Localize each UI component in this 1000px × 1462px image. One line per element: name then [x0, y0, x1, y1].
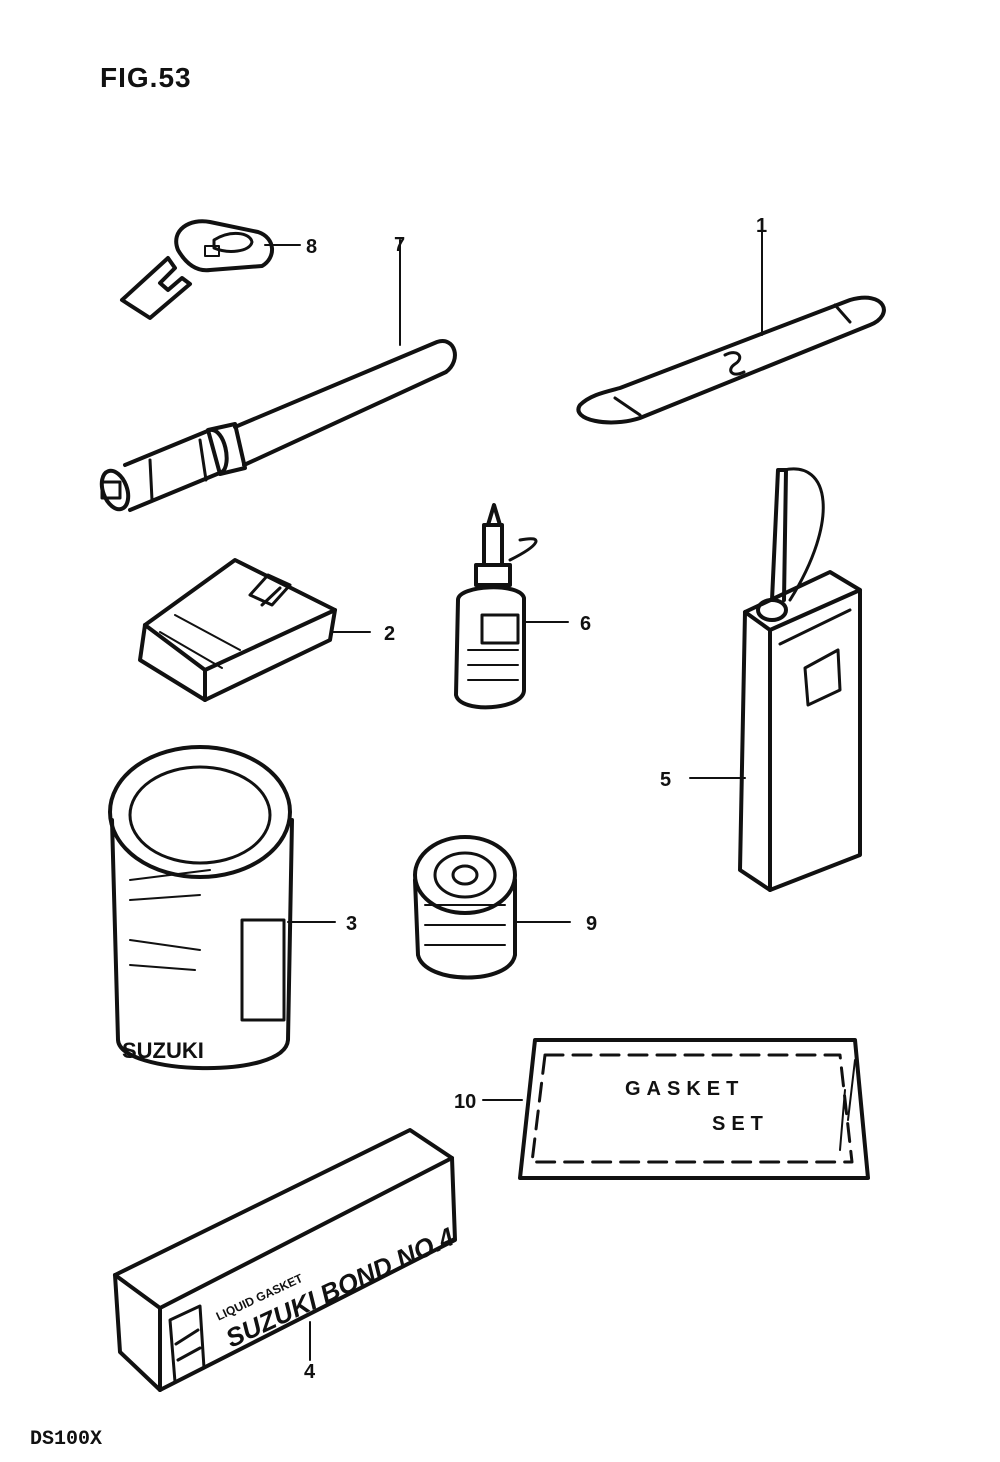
callout-3: 3: [346, 913, 357, 935]
bond-big-text: SUZUKI BOND NO.4: [221, 1221, 459, 1353]
callout-8: 8: [306, 236, 317, 258]
part-key-drawing: [120, 219, 301, 320]
callout-1: 1: [756, 215, 767, 237]
part-pump-drawing: [99, 239, 457, 512]
part-tire-lever-drawing: [576, 231, 886, 425]
part-tin-drawing: [413, 835, 571, 980]
callout-2: 2: [384, 623, 395, 645]
model-code: DS100X: [30, 1428, 103, 1451]
gasket-line1: GASKET: [625, 1078, 744, 1100]
callout-10: 10: [454, 1091, 476, 1113]
gasket-line2: SET: [712, 1113, 769, 1135]
part-paint-can-drawing: SUZUKI: [108, 745, 336, 1071]
callout-6: 6: [580, 613, 591, 635]
part-box-drawing: [138, 558, 371, 702]
part-bond-box-drawing: LIQUID GASKET SUZUKI BOND NO.4: [113, 1128, 459, 1392]
callout-9: 9: [586, 913, 597, 935]
part-oil-can-drawing: [689, 467, 862, 892]
callout-4: 4: [304, 1361, 316, 1383]
paint-can-brand: SUZUKI: [122, 1038, 204, 1063]
part-gasket-drawing: GASKET SET: [482, 1038, 870, 1180]
figure-title: FIG.53: [100, 62, 192, 93]
callout-5: 5: [660, 769, 671, 791]
callout-7: 7: [394, 234, 405, 256]
part-oil-bottle-drawing: [454, 503, 569, 710]
